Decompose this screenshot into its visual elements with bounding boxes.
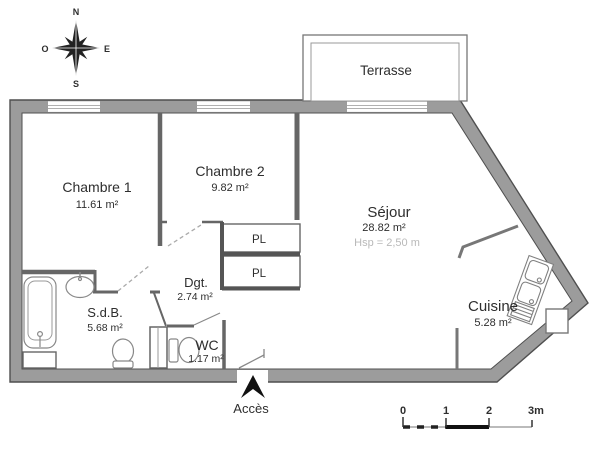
terrace: Terrasse [302, 34, 468, 102]
washing-machine [22, 351, 57, 369]
compass-rose: N S E O [41, 7, 110, 89]
label-dgt-name: Dgt. [184, 275, 208, 290]
label-chambre2-name: Chambre 2 [195, 163, 264, 179]
label-chambre2-area: 9.82 m² [211, 182, 249, 194]
label-chambre1-area: 11.61 m² [76, 199, 119, 211]
kitchen-fixtures [506, 254, 569, 334]
bathtub [23, 276, 57, 349]
label-chambre1-name: Chambre 1 [62, 179, 131, 195]
scale-tick-1: 1 [443, 405, 449, 417]
label-sdb-name: S.d.B. [87, 305, 122, 320]
window-chambre1 [48, 101, 100, 112]
kitchen-column [545, 308, 569, 334]
closet-pl1-label: PL [252, 234, 267, 246]
entrance: Accès [233, 375, 269, 416]
label-sejour-name: Séjour [367, 204, 410, 221]
wall-cuisine-top [457, 224, 519, 259]
terrace-label: Terrasse [360, 63, 412, 78]
interior-walls [22, 113, 519, 369]
label-cuisine-name: Cuisine [468, 298, 518, 315]
closets: PL PL [220, 222, 301, 291]
closet-pl2-label: PL [252, 268, 267, 280]
label-wc-name: WC [195, 337, 218, 353]
kitchen-sink [506, 254, 555, 326]
compass-o: O [41, 44, 48, 54]
washbasin [65, 272, 95, 299]
window-sejour-terrace-door [347, 101, 427, 112]
label-wc-area: 1.17 m² [188, 353, 224, 365]
label-dgt-area: 2.74 m² [177, 291, 213, 303]
bathroom-fixtures [22, 272, 200, 369]
wall-dgt-diagonal [153, 292, 167, 327]
entrance-arrow [241, 375, 265, 398]
compass-n: N [73, 7, 80, 17]
label-cuisine-area: 5.28 m² [474, 317, 512, 329]
toilet-wc [168, 336, 200, 364]
window-chambre2 [197, 101, 250, 112]
label-sejour-area: 28.82 m² [362, 222, 406, 234]
label-sdb-area: 5.68 m² [87, 322, 123, 334]
toilet-sdb [111, 338, 135, 369]
room-labels: Chambre 1 11.61 m² Chambre 2 9.82 m² Séj… [62, 163, 518, 365]
label-sejour-ceiling: Hsp = 2,50 m [354, 237, 420, 249]
scale-bar: 0 1 2 3m [400, 405, 544, 429]
scale-tick-3: 3m [528, 405, 544, 417]
scale-tick-0: 0 [400, 405, 406, 417]
entrance-label: Accès [233, 401, 269, 416]
compass-s: S [73, 79, 79, 89]
windows [48, 101, 427, 112]
door-wc-leaf [193, 312, 221, 326]
scale-tick-2: 2 [486, 405, 492, 417]
compass-e: E [104, 44, 110, 54]
